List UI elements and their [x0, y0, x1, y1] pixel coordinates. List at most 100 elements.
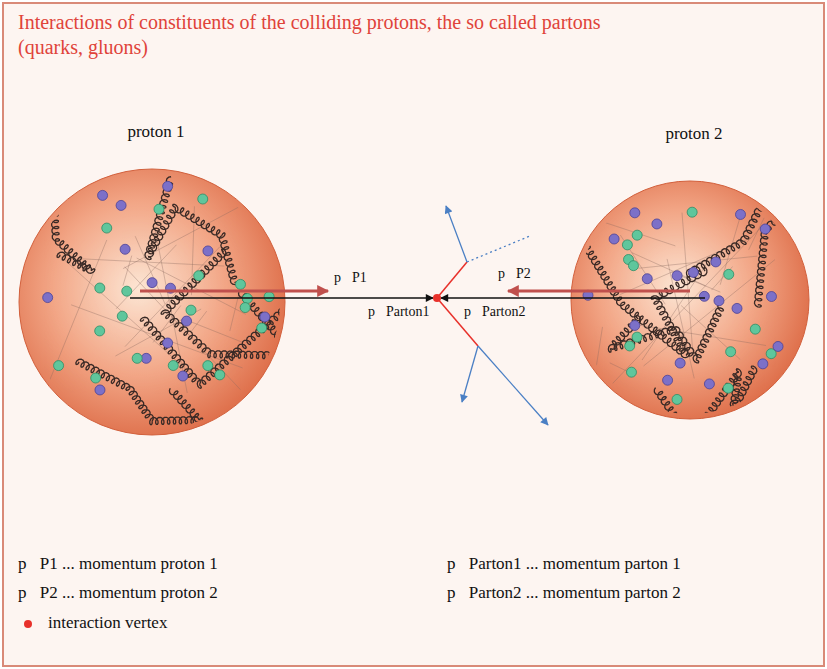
quark-dot — [43, 293, 53, 303]
gluon-coil — [169, 388, 202, 422]
momentum-label: p⃗P1 — [334, 270, 367, 287]
quark-dot — [714, 296, 724, 306]
outgoing-particle — [446, 206, 467, 262]
gluon-coil — [165, 249, 226, 313]
quark-dot — [726, 347, 736, 357]
gluon-coil — [145, 177, 173, 260]
quark-dot — [141, 353, 151, 363]
quark-dot — [625, 341, 635, 351]
quark-dot — [632, 332, 642, 342]
gluon-coil — [576, 232, 625, 305]
quark-dot — [622, 240, 632, 250]
gluon-coil — [239, 291, 286, 358]
parton-momentum-arrow — [130, 297, 433, 299]
legend-swatch — [24, 620, 32, 628]
proton-label: proton 2 — [665, 124, 722, 144]
gluon-coil — [768, 180, 810, 190]
quark-dot — [687, 207, 697, 217]
quark-dot — [102, 223, 112, 233]
quark-dot — [198, 194, 208, 204]
quark-dot — [609, 234, 619, 244]
interaction-vertex — [433, 294, 441, 302]
gluon-coil — [219, 235, 238, 284]
proton-circle: proton 2 — [570, 180, 810, 420]
gluon-coil — [175, 207, 225, 238]
sea-line — [681, 306, 740, 360]
gluon-coil — [671, 327, 697, 360]
sea-line — [115, 309, 201, 356]
quark-dot — [750, 324, 760, 334]
outgoing-particle — [462, 346, 478, 402]
quark-dot — [163, 338, 173, 348]
sea-line — [45, 240, 107, 392]
quark-dot — [630, 208, 640, 218]
quark-dot — [675, 358, 685, 368]
quark-dot — [120, 244, 130, 254]
quark-dot — [723, 383, 733, 393]
quark-dot — [672, 394, 682, 404]
quark-dot — [766, 292, 776, 302]
quark-dot — [54, 361, 64, 371]
gluon-coil — [32, 168, 56, 179]
sea-line — [620, 238, 751, 295]
sea-line — [123, 256, 132, 286]
quark-dot — [116, 200, 126, 210]
parton-momentum-arrow — [441, 297, 705, 299]
legend-text: p⃗Parton2 ... momentum parton 2 — [447, 583, 681, 603]
quark-dot — [203, 246, 213, 256]
outgoing-parton — [437, 262, 467, 298]
quark-dot — [215, 370, 225, 380]
proton-illustration — [570, 180, 810, 420]
momentum-label: p⃗Parton1 — [368, 304, 429, 321]
quark-dot — [632, 230, 642, 240]
quark-dot — [117, 311, 127, 321]
quark-dot — [260, 312, 270, 322]
sea-line — [123, 207, 240, 269]
proton-illustration — [18, 168, 286, 436]
gluon-coil — [690, 369, 741, 420]
quark-dot — [203, 361, 213, 371]
quark-dot — [182, 316, 192, 326]
partons — [576, 180, 810, 420]
sea-line — [620, 235, 665, 304]
quark-dot — [711, 257, 721, 267]
quark-dot — [758, 359, 768, 369]
momentum-label: p⃗P2 — [498, 266, 531, 283]
quark-dot — [98, 190, 108, 200]
proton-body — [571, 181, 809, 419]
proton-circle: proton 1 — [18, 168, 286, 436]
quark-dot — [194, 271, 204, 281]
gluon-coil — [49, 177, 59, 241]
proton-momentum-arrow — [508, 290, 690, 293]
gluon-coil — [655, 267, 707, 299]
proton-momentum-arrow — [140, 290, 328, 293]
gluon-coil — [608, 326, 675, 352]
sea-line — [57, 253, 201, 383]
quark-dot — [147, 278, 157, 288]
quark-dot — [168, 361, 178, 371]
outgoing-particle — [478, 346, 548, 425]
gluon-coil — [161, 310, 211, 354]
gluon-coil — [701, 180, 739, 182]
legend-text: p⃗P1 ... momentum proton 1 — [18, 554, 218, 574]
sea-line — [116, 245, 176, 309]
gluon-coil — [150, 417, 199, 425]
proton-body — [19, 169, 285, 435]
gluon-coil — [754, 230, 767, 307]
quark-dot — [663, 375, 673, 385]
quark-dot — [672, 271, 682, 281]
legend-text: p⃗Parton1 ... momentum parton 1 — [447, 554, 681, 574]
sea-line — [720, 218, 740, 285]
gluon-coil — [654, 388, 694, 420]
proton-label: proton 1 — [127, 122, 184, 142]
quark-dot — [235, 279, 245, 289]
gluon-coil — [140, 317, 200, 384]
gluon-coil — [693, 303, 723, 363]
gluon-coil — [686, 240, 743, 277]
quark-dot — [642, 274, 652, 284]
gluon-coil — [126, 386, 153, 421]
quark-dot — [95, 283, 105, 293]
momentum-label: p⃗Parton2 — [464, 304, 525, 321]
quark-dot — [724, 269, 734, 279]
quark-dot — [652, 219, 662, 229]
